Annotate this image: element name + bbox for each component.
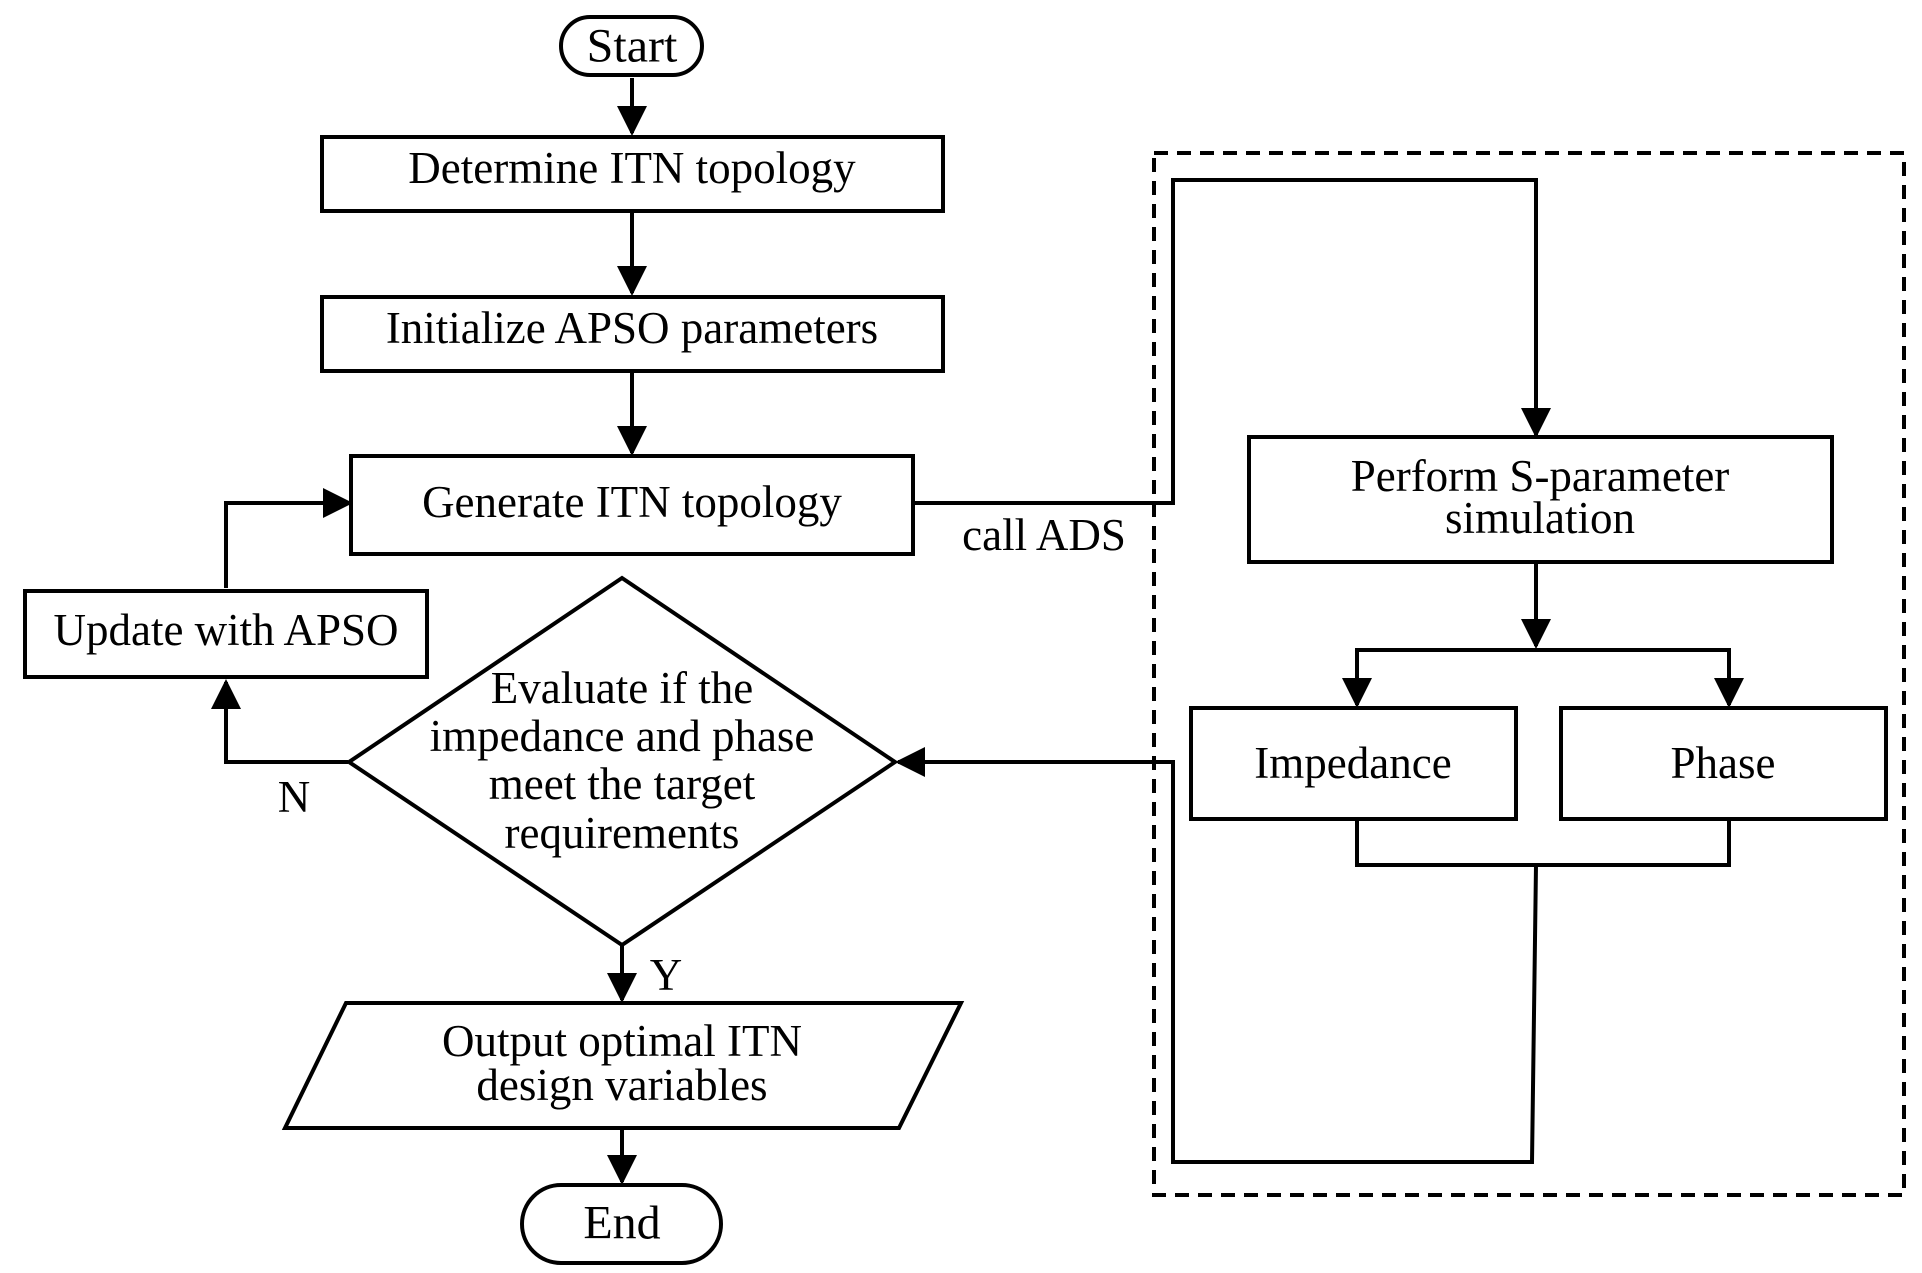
impedance-node: Impedance — [1189, 706, 1518, 821]
generate-topology-node: Generate ITN topology — [349, 454, 915, 556]
phase-node: Phase — [1559, 706, 1888, 821]
arrow-split-to-phase — [1536, 648, 1744, 708]
output-variables-node: Output optimal ITN design variables — [281, 1001, 965, 1130]
evaluate-decision-node: Evaluate if the impedance and phase meet… — [345, 575, 899, 948]
arrow-results-to-evaluate — [895, 747, 1538, 1164]
merge-impedance-phase — [1355, 818, 1731, 867]
arrow-update-to-generate — [224, 488, 353, 588]
determine-topology-label: Determine ITN topology — [408, 143, 856, 193]
update-apso-label: Update with APSO — [53, 605, 398, 655]
connectors — [211, 78, 1744, 1185]
arrow-split-to-impedance — [1342, 648, 1536, 708]
initialize-apso-node: Initialize APSO parameters — [320, 295, 945, 373]
evaluate-line-4: requirements — [505, 808, 740, 858]
call-ads-label: call ADS — [962, 510, 1126, 560]
evaluate-line-1: Evaluate if the — [491, 663, 753, 713]
start-label: Start — [587, 20, 678, 73]
simulate-line-1: Perform S-parameter — [1351, 451, 1730, 501]
evaluate-line-2: impedance and phase — [430, 711, 815, 761]
evaluate-line-3: meet the target — [489, 759, 756, 809]
arrow-generate-to-simulate — [913, 178, 1551, 505]
generate-topology-label: Generate ITN topology — [422, 477, 842, 527]
yes-branch-label: Y — [650, 950, 683, 1000]
initialize-apso-label: Initialize APSO parameters — [386, 303, 878, 353]
end-label: End — [583, 1197, 660, 1250]
phase-label: Phase — [1671, 738, 1776, 788]
output-line-1: Output optimal ITN — [442, 1016, 802, 1066]
start-node: Start — [559, 15, 704, 77]
arrow-evaluate-no-to-update — [211, 679, 348, 764]
simulate-node: Perform S-parameter simulation — [1247, 435, 1834, 564]
no-branch-label: N — [278, 772, 311, 822]
output-line-2: design variables — [476, 1060, 767, 1110]
simulate-line-2: simulation — [1445, 493, 1635, 543]
ads-simulation-group — [1152, 151, 1906, 1197]
end-node: End — [520, 1183, 723, 1265]
impedance-label: Impedance — [1254, 738, 1451, 788]
update-apso-node: Update with APSO — [23, 589, 429, 679]
determine-topology-node: Determine ITN topology — [320, 135, 945, 213]
